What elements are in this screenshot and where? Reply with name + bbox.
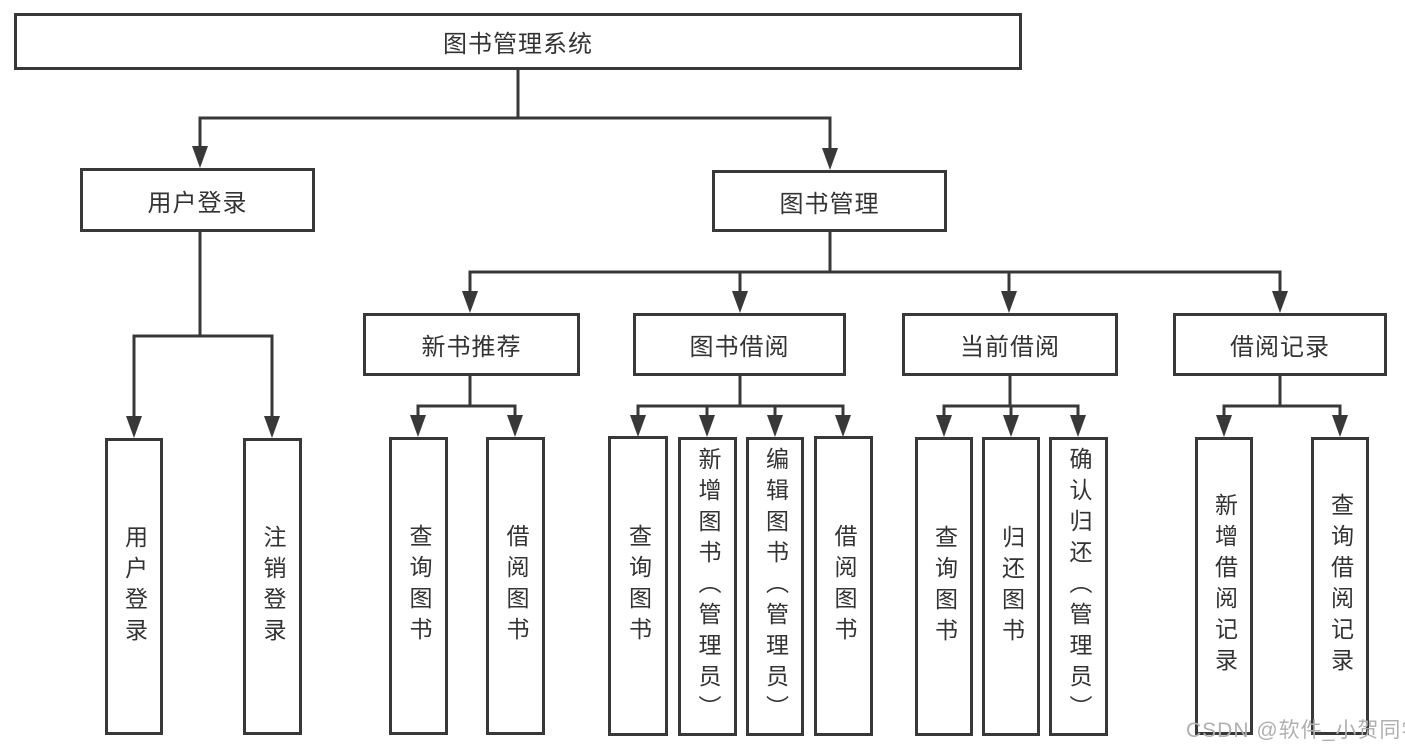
watermark: CSDN @软件_小贺同学 (1186, 719, 1405, 742)
leaf-borrow-books-borrowing: 借阅图书 (814, 436, 873, 736)
leaf-add-borrow-record: 新增借阅记录 (1195, 437, 1253, 735)
connector-borrowing-records-to-leaves (1216, 376, 1348, 437)
node-user-login: 用户登录 (80, 168, 315, 232)
leaf-return-books: 归还图书 (982, 437, 1040, 736)
leaf-edit-book-admin: 编辑图书（管理员） (746, 437, 804, 736)
connector-root-to-level2 (192, 70, 838, 170)
connector-new-book-recommendation-to-leaves (410, 376, 523, 437)
leaf-add-book-admin: 新增图书（管理员） (678, 437, 737, 736)
leaf-user-login: 用户登录 (105, 438, 163, 735)
node-borrowing-records: 借阅记录 (1173, 313, 1387, 376)
connector-book-management-to-level3 (462, 232, 1288, 313)
connector-book-borrowing-to-leaves (630, 376, 851, 437)
leaf-query-books-current: 查询图书 (915, 437, 973, 736)
connector-user-login-to-leaves (126, 232, 280, 438)
leaf-logout: 注销登录 (243, 438, 302, 735)
leaf-query-books-recommendation: 查询图书 (389, 437, 448, 735)
node-library-management-system: 图书管理系统 (14, 13, 1022, 70)
leaf-query-books-borrowing: 查询图书 (608, 436, 668, 736)
node-current-borrowing: 当前借阅 (902, 313, 1118, 376)
leaf-confirm-return-admin: 确认归还（管理员） (1049, 437, 1108, 736)
connector-current-borrowing-to-leaves (936, 376, 1086, 437)
leaf-query-borrow-record: 查询借阅记录 (1311, 437, 1369, 735)
node-book-borrowing: 图书借阅 (633, 313, 846, 376)
leaf-borrow-books-recommendation: 借阅图书 (486, 437, 545, 735)
node-book-management: 图书管理 (712, 170, 947, 232)
node-new-book-recommendation: 新书推荐 (363, 313, 580, 376)
